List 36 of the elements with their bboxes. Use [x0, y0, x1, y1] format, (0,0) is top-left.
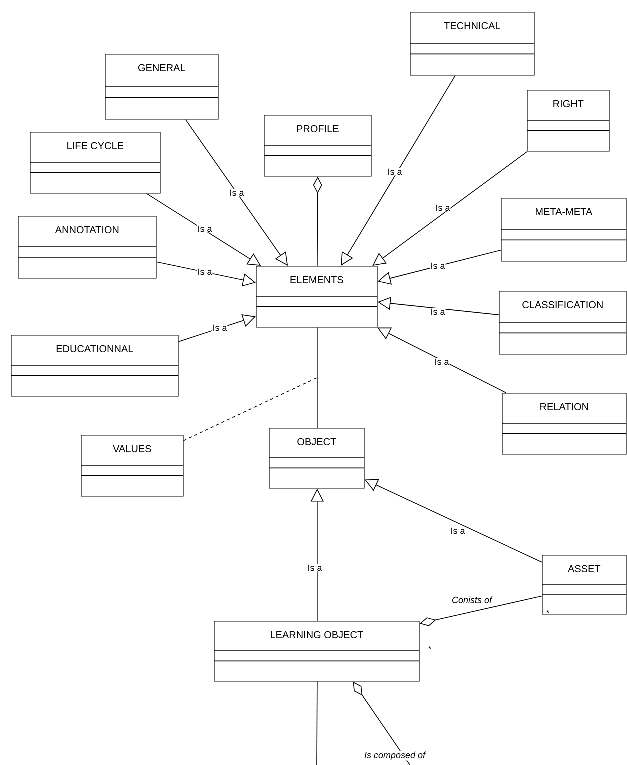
- edge-label: Is a: [387, 168, 403, 176]
- class-box: CLASSIFICATION: [498, 291, 627, 355]
- edge-label: Is a: [212, 324, 228, 332]
- edge-label: Is a: [229, 189, 245, 197]
- class-box: META-META: [500, 198, 627, 262]
- class-box: VALUES: [80, 435, 184, 497]
- class-box: PROFILE: [264, 115, 372, 177]
- connector: [178, 314, 256, 342]
- class-box: OBJECT: [268, 428, 365, 489]
- connector: [372, 151, 528, 266]
- edge-label: Is a: [197, 268, 213, 276]
- connector: [317, 327, 318, 428]
- class-box: ANNOTATION: [18, 216, 157, 279]
- edge-label: Is a: [434, 358, 450, 366]
- connector: [183, 378, 318, 442]
- class-box: LEARNING OBJECT: [214, 621, 420, 682]
- class-box: LIFE CYCLE: [30, 132, 161, 194]
- edge-label: Is a: [307, 564, 323, 572]
- connector: [378, 328, 507, 394]
- edge-label: Is a: [430, 262, 446, 270]
- edge-label: Is a: [197, 225, 213, 233]
- connector: [341, 75, 456, 266]
- edge-label: Is composed of: [364, 751, 426, 761]
- edge-label: Is a: [435, 204, 451, 212]
- connector: [316, 681, 318, 765]
- edge-label: Conists of: [452, 596, 493, 604]
- multiplicity-label: *: [428, 646, 432, 650]
- class-box: GENERAL: [104, 54, 219, 120]
- class-box: TECHNICAL: [410, 12, 535, 76]
- class-box: EDUCATIONNAL: [10, 335, 179, 397]
- edge-label: Is a: [430, 308, 446, 316]
- edge-label: Is a: [450, 527, 466, 535]
- multiplicity-label: *: [546, 610, 550, 614]
- class-box: RELATION: [502, 393, 627, 455]
- class-box: RIGHT: [526, 90, 610, 152]
- class-box: ELEMENTS: [256, 266, 378, 328]
